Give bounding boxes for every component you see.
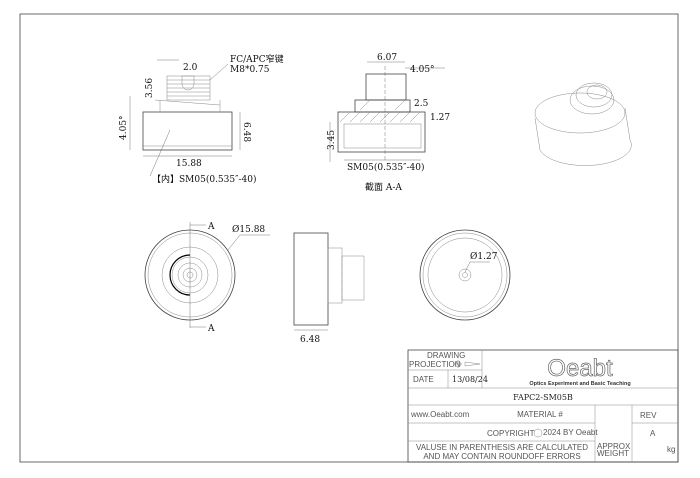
dim-angle: 4.05°: [119, 115, 129, 140]
weight-label: WEIGHT: [597, 449, 629, 458]
isometric-view: [534, 82, 632, 166]
note-section-thread: SM05(0.535″-40): [347, 162, 424, 173]
logo: Oeabt: [547, 355, 613, 382]
date-label: DATE: [413, 375, 434, 384]
dim-height: 6.48: [241, 122, 251, 142]
dim-thread-height: 3.56: [145, 78, 155, 98]
note-thread-inner: 【内】SM05(0.535″-40): [152, 173, 256, 185]
back-view: Ø1.27: [419, 229, 511, 321]
note-line-2: AND MAY CONTAIN ROUNDOFF ERRORS: [423, 452, 580, 461]
dim-top-width: 6.07: [377, 53, 397, 63]
section-view: 6.07 4.05° 2.5 1.27 3.45 SM05(0.535″-40)…: [327, 53, 450, 193]
part-number: FAPC2-SM05B: [513, 393, 573, 402]
logo-tagline: Optics Experiment and Basic Teaching: [529, 381, 630, 387]
front-view: A A Ø15.88: [144, 222, 270, 334]
side-view: 6.48: [293, 232, 365, 345]
date-value: 13/08/24: [452, 375, 488, 384]
section-title: 截面 A-A: [365, 181, 402, 193]
dim-hole: Ø1.27: [470, 251, 498, 262]
sheet-border: [19, 13, 679, 463]
projection-symbol-icon: [454, 360, 481, 368]
dim-outer-diameter: Ø15.88: [232, 224, 265, 235]
dim-thread-width: 2.0: [183, 63, 198, 73]
drawing-label: DRAWING: [427, 351, 465, 360]
projection-label: PROJECTION: [409, 360, 461, 369]
approx-label: APPROX: [597, 442, 631, 451]
section-marker-top: A: [207, 222, 215, 232]
rev-value: A: [650, 429, 656, 438]
section-marker-bottom: A: [207, 324, 215, 334]
dim-section-angle: 4.05°: [410, 65, 435, 75]
website: www.Oeabt.com: [410, 410, 470, 419]
weight-unit: kg: [667, 445, 675, 454]
copyright-label: COPYRIGHT: [487, 429, 535, 438]
dim-wall: 1.27: [430, 113, 450, 123]
rev-label: REV: [640, 411, 657, 420]
dim-diameter: 15.88: [176, 159, 202, 169]
dim-step: 2.5: [414, 99, 429, 109]
copyright-detail: 2024 BY Oeabt: [543, 428, 598, 437]
top-view: 2.0 3.56 4.05° 6.48 15.88 【内】SM05(0.535″…: [119, 53, 284, 185]
dim-depth: 3.45: [327, 130, 337, 150]
title-block: DRAWING PROJECTION DATE 13/08/24 Oeabt O…: [407, 349, 679, 463]
note-connector: FC/APC窄键: [230, 53, 284, 65]
note-line-1: VALUSE IN PARENTHESIS ARE CALCULATED: [416, 443, 588, 452]
material-label: MATERIAL #: [517, 410, 563, 419]
dim-length: 6.48: [300, 335, 320, 345]
copyright-icon: [533, 428, 543, 438]
note-connector-thread: M8*0.75: [230, 65, 270, 75]
